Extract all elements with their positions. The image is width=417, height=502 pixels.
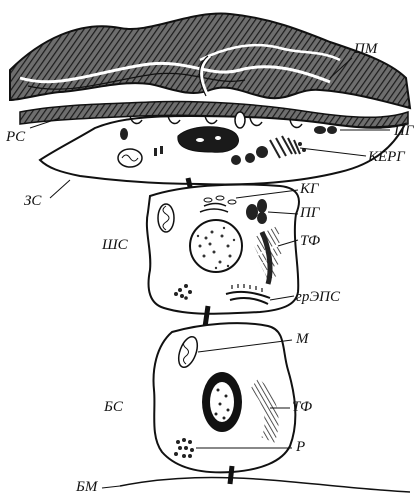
label-bs: БС (104, 400, 123, 415)
label-kerg: КЕРГ (368, 150, 405, 165)
label-rs: РС (6, 130, 25, 145)
enamel-layer (10, 14, 410, 108)
label-kg: КГ (300, 182, 319, 197)
basement-membrane (120, 478, 410, 492)
label-pg-top: ПГ (394, 124, 413, 139)
label-zs: ЗС (24, 194, 41, 209)
cell-bs (154, 323, 296, 472)
label-bm: БМ (76, 480, 97, 495)
label-tf-mid: ТФ (300, 234, 320, 249)
label-r: Р (296, 440, 305, 455)
label-greps: грЭПС (296, 290, 340, 305)
label-pg-mid: ПГ (300, 206, 319, 221)
junction-3 (230, 466, 232, 484)
label-pm: ПМ (354, 42, 377, 57)
label-tf-bottom: ТФ (292, 400, 312, 415)
label-shs: ШС (102, 238, 128, 253)
cell-shs (147, 184, 299, 313)
label-m: М (296, 332, 309, 347)
